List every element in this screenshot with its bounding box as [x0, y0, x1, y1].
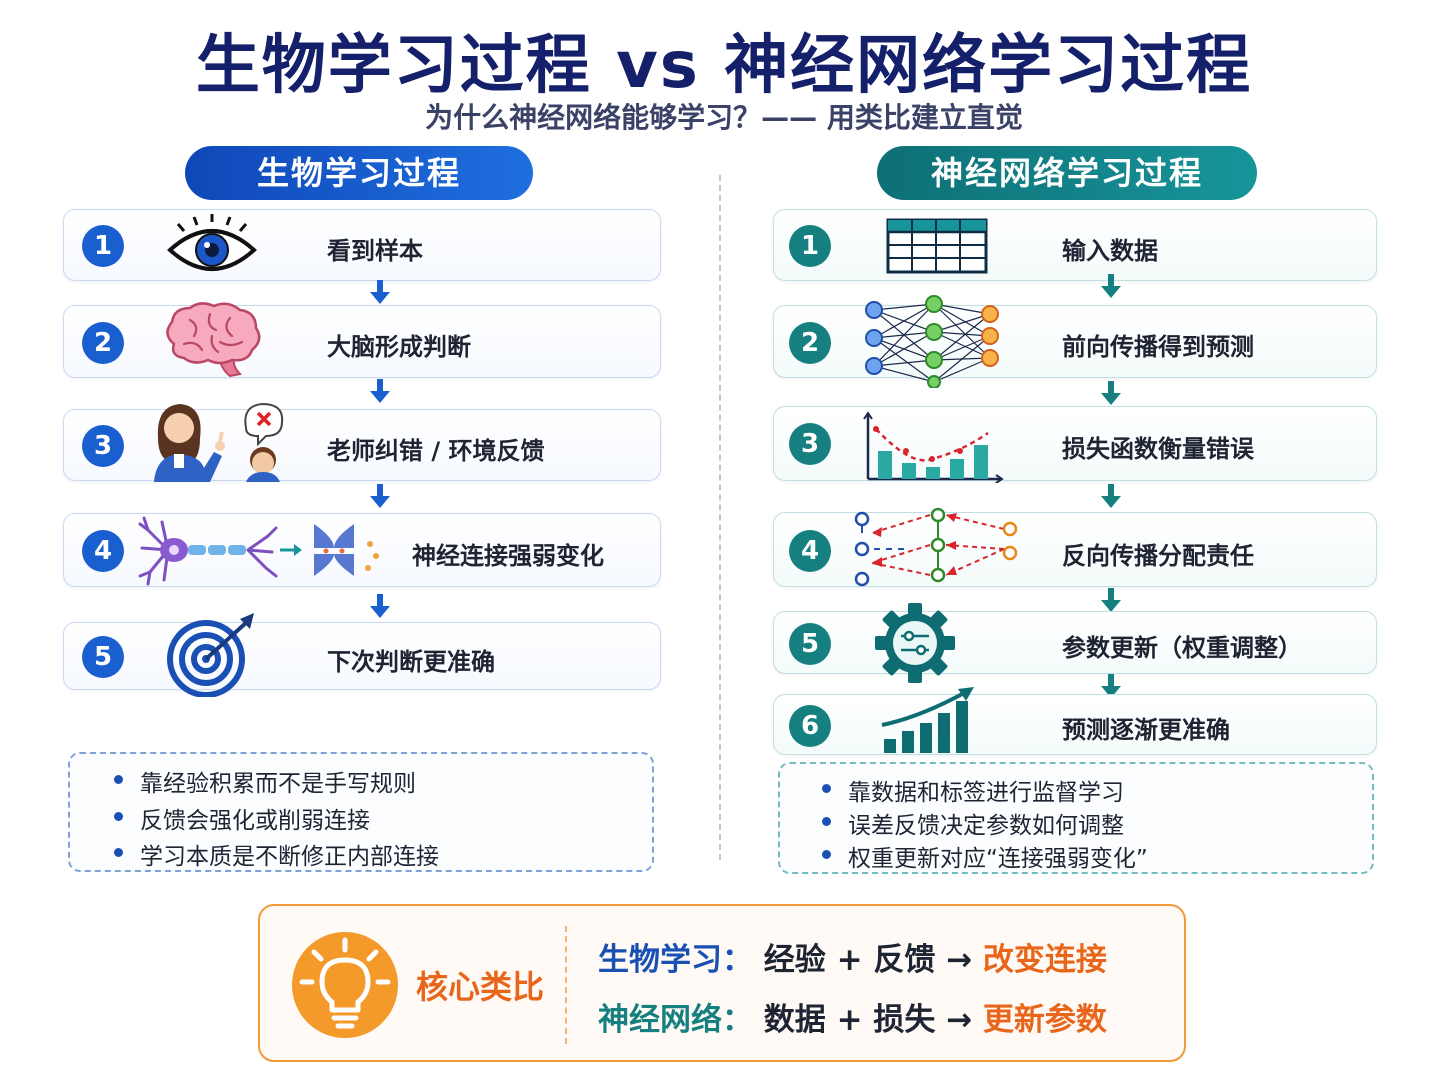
bio-header-pill: 生物学习过程: [185, 146, 533, 200]
summary-nn-row: 神经网络： 数据 + 损失 → 更新参数: [598, 994, 1107, 1039]
nn-step-2-text: 前向传播得到预测: [1062, 333, 1254, 361]
nn-step-2-number: 2: [789, 322, 831, 364]
bio-step-4-card: 4 神经连接强弱变化: [63, 513, 661, 587]
core-analogy-box: 核心类比 生物学习： 经验 + 反馈 → 改变连接 神经网络： 数据 + 损失 …: [258, 904, 1186, 1062]
summary-nn-formula: 数据 + 损失 →: [763, 1002, 973, 1038]
target-icon: [167, 613, 254, 697]
network-icon: [865, 295, 999, 388]
bio-step-2-number: 2: [82, 322, 124, 364]
nn-step-1-text: 输入数据: [1062, 237, 1158, 265]
nn-note-3: 权重更新对应“连接强弱变化”: [822, 839, 1148, 873]
nn-arrow-3: [1101, 484, 1121, 508]
loss-chart-icon: [863, 411, 1004, 483]
core-analogy-label: 核心类比: [416, 968, 545, 1006]
summary-bio-result: 改变连接: [982, 942, 1107, 978]
nn-header-pill: 神经网络学习过程: [877, 146, 1257, 200]
bio-step-4-number: 4: [82, 530, 124, 572]
nn-notes-box: 靠数据和标签进行监督学习 误差反馈决定参数如何调整 权重更新对应“连接强弱变化”: [778, 762, 1374, 874]
nn-step-5-text: 参数更新（权重调整）: [1062, 634, 1302, 662]
nn-note-2: 误差反馈决定参数如何调整: [822, 806, 1124, 840]
summary-nn-result: 更新参数: [982, 1002, 1107, 1038]
bio-step-5-text: 下次判断更准确: [327, 648, 495, 676]
lightbulb-icon: [292, 932, 398, 1038]
nn-note-1: 靠数据和标签进行监督学习: [822, 773, 1124, 807]
nn-step-6-card: 6 预测逐渐更准确: [773, 687, 1377, 755]
nn-step-1-number: 1: [789, 225, 831, 267]
nn-step-4-number: 4: [789, 530, 831, 572]
nn-arrow-1: [1101, 274, 1121, 298]
nn-step-3-number: 3: [789, 423, 831, 465]
bio-step-1-text: 看到样本: [327, 237, 423, 265]
nn-step-3-text: 损失函数衡量错误: [1062, 435, 1254, 463]
bio-notes-box: 靠经验积累而不是手写规则 反馈会强化或削弱连接 学习本质是不断修正内部连接: [68, 752, 654, 872]
bio-step-3-card: 3 老师纠错 / 环境反馈: [63, 402, 661, 482]
nn-arrow-5: [1101, 674, 1121, 698]
nn-step-4-text: 反向传播分配责任: [1062, 542, 1254, 570]
summary-bio-label: 生物学习：: [598, 942, 753, 978]
nn-step-6-text: 预测逐渐更准确: [1062, 716, 1230, 744]
table-icon: [886, 218, 988, 274]
nn-step-5-card: 5 参数更新（权重调整）: [773, 603, 1377, 683]
bio-arrow-3: [370, 484, 390, 508]
nn-step-4-card: 4 反向传播分配责任: [773, 507, 1377, 587]
nn-step-3-card: 3 损失函数衡量错误: [773, 406, 1377, 483]
nn-step-1-card: 1 输入数据: [773, 209, 1377, 281]
nn-step-6-number: 6: [789, 705, 831, 747]
growth-chart-icon: [881, 687, 974, 753]
nn-arrow-4: [1101, 588, 1121, 612]
teacher-feedback-icon: [154, 402, 284, 482]
brain-icon: [166, 302, 261, 378]
bio-arrow-1: [370, 280, 390, 304]
summary-divider: [565, 926, 567, 1044]
bio-step-1-card: 1 看到样本: [63, 209, 661, 281]
bio-note-1: 靠经验积累而不是手写规则: [114, 764, 416, 798]
summary-bio-formula: 经验 + 反馈 →: [763, 942, 973, 978]
bio-step-3-text: 老师纠错 / 环境反馈: [327, 437, 545, 465]
bio-note-2: 反馈会强化或削弱连接: [114, 801, 370, 835]
bio-step-2-card: 2 大脑形成判断: [63, 302, 661, 378]
bio-arrow-4: [370, 594, 390, 618]
bio-step-4-text: 神经连接强弱变化: [412, 542, 604, 570]
nn-arrow-2: [1101, 381, 1121, 405]
gear-icon: [875, 603, 955, 683]
nn-step-5-number: 5: [789, 623, 831, 665]
bio-step-3-number: 3: [82, 425, 124, 467]
summary-nn-label: 神经网络：: [598, 1002, 753, 1038]
bio-arrow-2: [370, 379, 390, 403]
summary-bio-row: 生物学习： 经验 + 反馈 → 改变连接: [598, 934, 1107, 979]
bio-step-1-number: 1: [82, 225, 124, 267]
column-divider: [719, 175, 721, 860]
page-subtitle: 为什么神经网络能够学习？—— 用类比建立直觉: [425, 101, 1023, 134]
bio-step-5-number: 5: [82, 636, 124, 678]
nn-step-2-card: 2 前向传播得到预测: [773, 295, 1377, 388]
bio-step-2-text: 大脑形成判断: [327, 333, 471, 361]
bio-step-5-card: 5 下次判断更准确: [63, 613, 661, 697]
neuron-synapse-icon: [138, 516, 379, 586]
bio-note-3: 学习本质是不断修正内部连接: [114, 837, 439, 871]
page-title: 生物学习过程 vs 神经网络学习过程: [195, 29, 1253, 103]
backprop-icon: [854, 507, 1018, 587]
eye-icon: [167, 214, 257, 271]
